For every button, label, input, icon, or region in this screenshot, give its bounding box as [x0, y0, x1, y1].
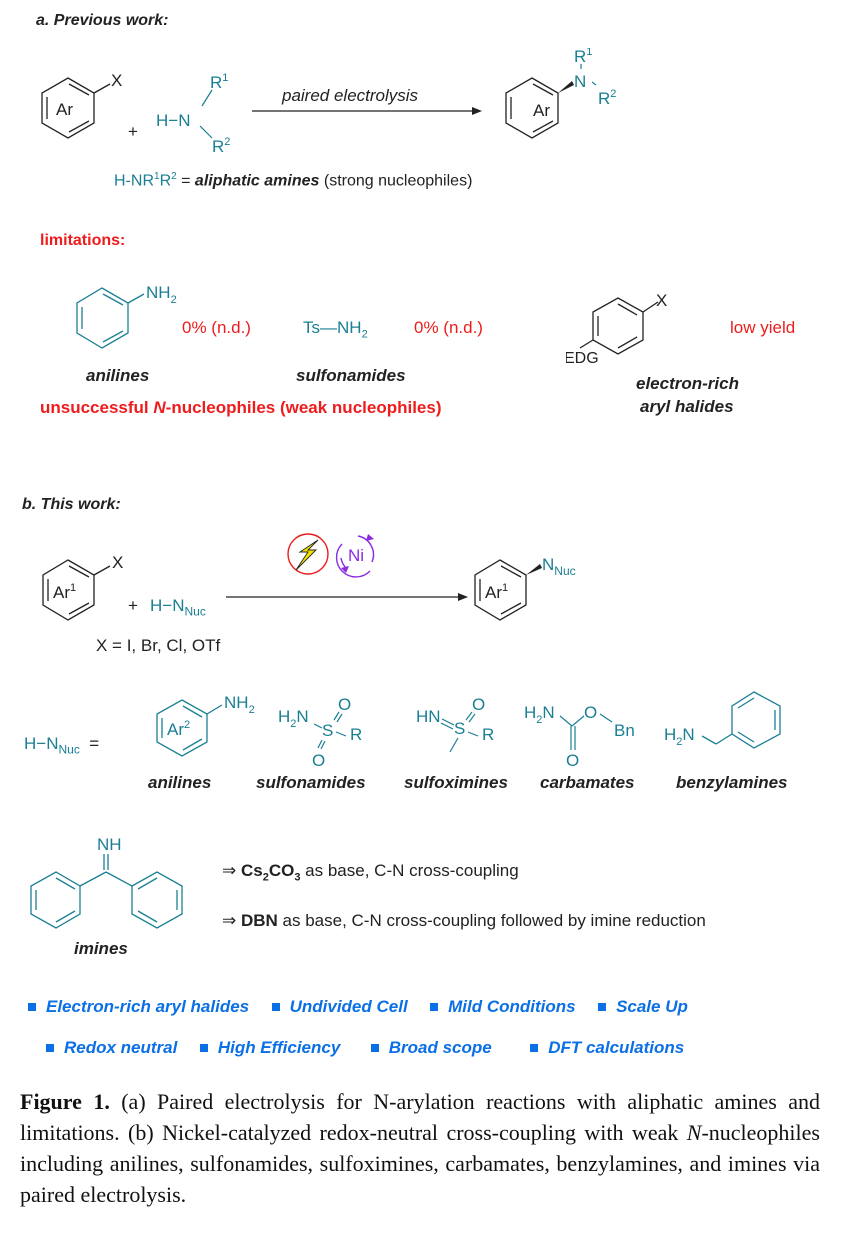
features-row-1: Electron-rich aryl halides Undivided Cel…: [28, 997, 688, 1017]
svg-text:NH: NH: [97, 835, 122, 854]
svg-text:X: X: [656, 291, 667, 310]
bullet-icon: [430, 1003, 439, 1011]
svg-text:Ar2: Ar2: [167, 719, 190, 739]
x-scope: X = I, Br, Cl, OTf: [96, 636, 221, 655]
reaction-arrow-b: [226, 593, 468, 601]
label-aryl-halides: aryl halides: [640, 397, 734, 416]
svg-text:R1: R1: [210, 72, 228, 92]
nuc-definition: H−NNuc =: [24, 734, 100, 757]
svg-text:H2N: H2N: [664, 725, 695, 748]
svg-text:O: O: [566, 751, 579, 770]
benzylamine-structure: H2N: [664, 691, 781, 749]
label-benzylamines: benzylamines: [676, 773, 788, 792]
svg-text:O: O: [584, 703, 597, 722]
leaving-group: X: [111, 71, 122, 90]
aryl1-halide-structure: Ar1 X: [42, 553, 123, 621]
carbamate-structure: H2N O Bn O: [524, 703, 635, 770]
label-carbamates: carbamates: [540, 773, 635, 792]
feature-item: Undivided Cell: [271, 997, 408, 1017]
nucleophile-formula: H−NNuc: [150, 596, 206, 619]
product-a-structure: Ar N R1 R2: [505, 48, 616, 139]
features-row-2: Redox neutral High Efficiency Broad scop…: [46, 1038, 684, 1058]
bullet-icon: [530, 1044, 539, 1052]
svg-text:N: N: [574, 72, 586, 91]
svg-text:H2N: H2N: [524, 703, 555, 726]
edg-aryl-halide-structure: X EDG: [566, 291, 667, 367]
arrow-label: paired electrolysis: [282, 86, 419, 105]
svg-text:S: S: [454, 719, 465, 738]
svg-text:NH2: NH2: [224, 693, 255, 716]
svg-text:S: S: [322, 721, 333, 740]
plus-sign: +: [128, 122, 138, 141]
bullet-icon: [271, 1003, 280, 1011]
catalyst-icons: Ni: [287, 533, 375, 578]
svg-text:O: O: [338, 695, 351, 714]
imine-structure: NH: [30, 835, 183, 929]
aryl-label: Ar: [56, 100, 73, 119]
sulfoximine-structure: HN S O R: [416, 695, 494, 753]
imine-note-dbn: ⇒ DBN as base, C-N cross-coupling follow…: [222, 911, 706, 930]
svg-text:Ar1: Ar1: [53, 582, 76, 602]
svg-text:R1: R1: [574, 48, 592, 66]
label-anilines-b: anilines: [148, 773, 212, 792]
bullet-icon: [370, 1044, 379, 1052]
limitations-title: limitations:: [40, 232, 126, 249]
sulfonamide-structure: H2N S O O R: [278, 695, 362, 770]
lightning-bolt-icon: [287, 533, 329, 575]
feature-item: Broad scope: [370, 1038, 492, 1058]
label-sulfonamides-b: sulfonamides: [256, 773, 366, 792]
svg-text:O: O: [472, 695, 485, 714]
svg-text:Ni: Ni: [348, 546, 364, 565]
svg-text:EDG: EDG: [566, 350, 599, 367]
feature-item: Scale Up: [598, 997, 688, 1017]
reaction-arrow: [252, 107, 482, 115]
plus-sign-b: +: [128, 596, 138, 615]
aniline2-structure: Ar2 NH2: [156, 693, 255, 757]
svg-text:R2: R2: [212, 136, 230, 156]
section-b-title: b. This work:: [22, 496, 121, 513]
svg-text:HN: HN: [416, 707, 441, 726]
svg-text:R: R: [350, 725, 362, 744]
svg-text:NH2: NH2: [146, 283, 177, 306]
feature-item: High Efficiency: [199, 1038, 340, 1058]
amine-structure: H−N R1 R2: [156, 72, 230, 156]
svg-text:NNuc: NNuc: [542, 555, 576, 578]
product-b-structure: Ar1 NNuc: [474, 555, 576, 621]
aryl-halide-structure: Ar X: [41, 71, 122, 139]
svg-text:O: O: [312, 751, 325, 770]
label-electron-rich: electron-rich: [636, 374, 739, 393]
feature-item: DFT calculations: [530, 1038, 684, 1058]
svg-text:R: R: [482, 725, 494, 744]
sulfonamide-yield: 0% (n.d.): [414, 318, 483, 337]
bullet-icon: [46, 1044, 54, 1052]
svg-text:H2N: H2N: [278, 707, 309, 730]
amine-definition: H-NR1R2 = aliphatic amines (strong nucle…: [114, 171, 473, 190]
label-imines: imines: [74, 939, 128, 958]
feature-item: Mild Conditions: [430, 997, 576, 1017]
label-anilines: anilines: [86, 366, 150, 385]
figure-caption: Figure 1. (a) Paired electrolysis for N-…: [20, 1089, 821, 1207]
label-sulfoximines: sulfoximines: [404, 773, 508, 792]
sulfonamide-formula: Ts—NH2: [303, 318, 368, 341]
amine-hn: H−N: [156, 111, 190, 130]
unsuccessful-note: unsuccessful N-nucleophiles (weak nucleo…: [40, 398, 442, 417]
aniline-structure: NH2: [76, 283, 177, 349]
feature-item: Electron-rich aryl halides: [28, 997, 249, 1017]
section-a-title: a. Previous work:: [36, 12, 169, 29]
bullet-icon: [598, 1003, 607, 1011]
svg-text:Ar: Ar: [533, 101, 550, 120]
edg-yield: low yield: [730, 318, 796, 337]
imine-note-cs2co3: ⇒ Cs2CO3 as base, C-N cross-coupling: [222, 861, 519, 884]
aniline-yield: 0% (n.d.): [182, 318, 251, 337]
bullet-icon: [28, 1003, 36, 1011]
label-sulfonamides: sulfonamides: [296, 366, 406, 385]
bullet-icon: [199, 1044, 208, 1052]
svg-text:Bn: Bn: [614, 721, 635, 740]
svg-text:R2: R2: [598, 88, 616, 108]
svg-text:X: X: [112, 553, 123, 572]
nickel-cycle-icon: Ni: [335, 534, 375, 578]
feature-item: Redox neutral: [46, 1038, 177, 1058]
svg-text:Ar1: Ar1: [485, 582, 508, 602]
